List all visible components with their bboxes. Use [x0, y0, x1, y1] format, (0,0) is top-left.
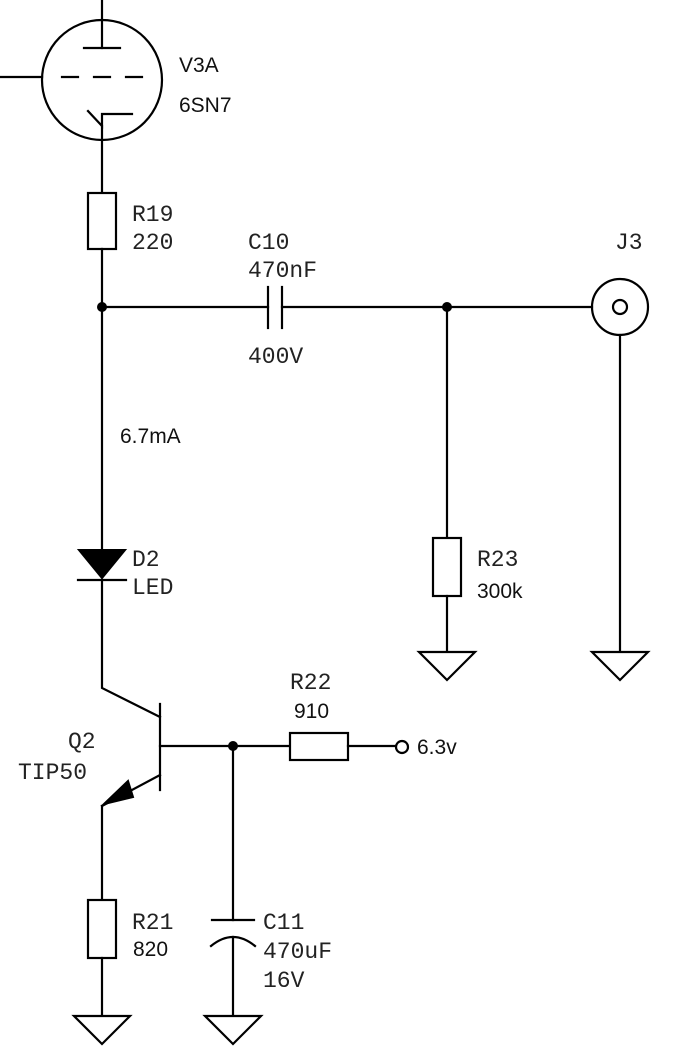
wire-d2-collector [100, 578, 162, 719]
junction-dot [97, 302, 107, 312]
r22-resistor [288, 731, 350, 762]
emitter-arrow [100, 779, 135, 806]
v3a-triode [0, 0, 164, 195]
q2-value: TIP50 [18, 760, 87, 786]
r22-value: 910 [294, 700, 329, 723]
r23-value: 300k [477, 580, 523, 603]
r19-resistor [86, 191, 118, 251]
j3-output-jack [590, 277, 650, 337]
r21-value: 820 [133, 938, 168, 961]
ground-symbol [416, 650, 478, 682]
cathode [86, 109, 134, 129]
q2-transistor [100, 702, 162, 808]
c10-ref: C10 [248, 230, 289, 256]
ground-symbol [202, 1014, 264, 1046]
r23-ref: R23 [477, 547, 518, 573]
supply-label: 6.3v [417, 736, 457, 759]
v3a-value: 6SN7 [179, 94, 232, 117]
ground-symbol [589, 650, 651, 682]
r22-ref: R22 [290, 670, 331, 696]
d2-led [76, 549, 128, 582]
ground-symbol [71, 1014, 133, 1046]
d2-value: LED [132, 575, 173, 601]
c10-capacitor [266, 285, 284, 330]
c11-ref: C11 [263, 910, 304, 936]
c11-voltage: 16V [263, 968, 305, 994]
supply-terminal [394, 739, 410, 755]
v3a-ref: V3A [179, 54, 219, 77]
r19-ref: R19 [132, 202, 173, 228]
c10-voltage: 400V [248, 344, 303, 370]
r21-resistor [86, 898, 118, 960]
c11-value: 470uF [263, 939, 332, 965]
d2-ref: D2 [132, 547, 160, 573]
r21-ref: R21 [132, 910, 173, 936]
r23-resistor [431, 536, 463, 598]
r19-value: 220 [132, 230, 173, 256]
c10-value: 470nF [248, 258, 317, 284]
q2-ref: Q2 [68, 729, 96, 755]
current-label: 6.7mA [120, 425, 181, 448]
j3-ref: J3 [615, 230, 643, 256]
